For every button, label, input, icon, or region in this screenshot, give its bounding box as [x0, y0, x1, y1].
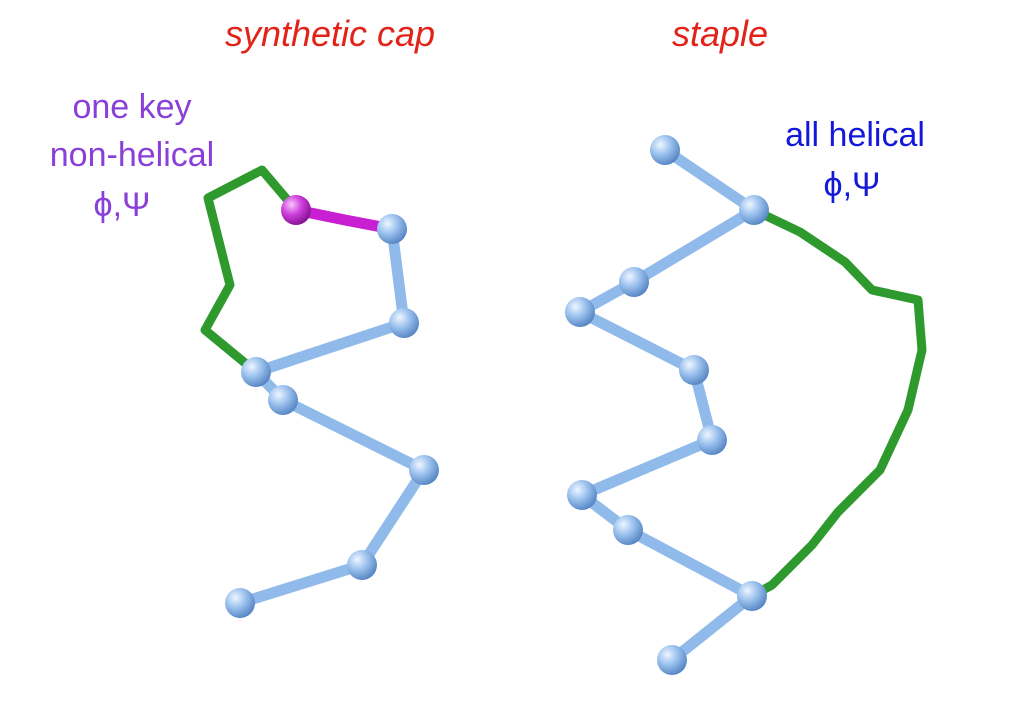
- bonds-layer: [234, 144, 760, 666]
- right-note-line1: all helical: [785, 116, 925, 154]
- left-atom-6: [389, 308, 419, 338]
- right-backbone: [574, 144, 760, 666]
- left-atom-3: [409, 455, 439, 485]
- synthetic-cap-title: synthetic cap: [224, 13, 436, 54]
- left-atom-2: [347, 550, 377, 580]
- right-atom-3: [613, 515, 643, 545]
- right-atom-9: [739, 195, 769, 225]
- right-linker: [747, 205, 927, 601]
- left-note-line3: ϕ,Ψ: [93, 186, 151, 224]
- right-atom-7: [565, 297, 595, 327]
- left-note-line2: non-helical: [49, 136, 215, 174]
- left-backbone: [234, 223, 430, 609]
- right-atom-1: [657, 645, 687, 675]
- right-note-line2: ϕ,Ψ: [823, 166, 881, 204]
- left-atom-4: [268, 385, 298, 415]
- left-atom-1: [225, 588, 255, 618]
- staple-title: staple: [671, 13, 769, 54]
- left-key-atom: [281, 195, 311, 225]
- left-atom-7: [377, 214, 407, 244]
- right-atom-4: [567, 480, 597, 510]
- right-atom-10: [650, 135, 680, 165]
- left-atom-5: [241, 357, 271, 387]
- atoms-layer: [225, 135, 769, 675]
- left-linker: [200, 165, 301, 377]
- right-atom-6: [679, 355, 709, 385]
- right-atom-2: [737, 581, 767, 611]
- left-key-bond: [290, 204, 398, 235]
- linkers-layer: [200, 165, 927, 601]
- right-atom-8: [619, 267, 649, 297]
- left-note-line1: one key: [72, 88, 192, 126]
- right-atom-5: [697, 425, 727, 455]
